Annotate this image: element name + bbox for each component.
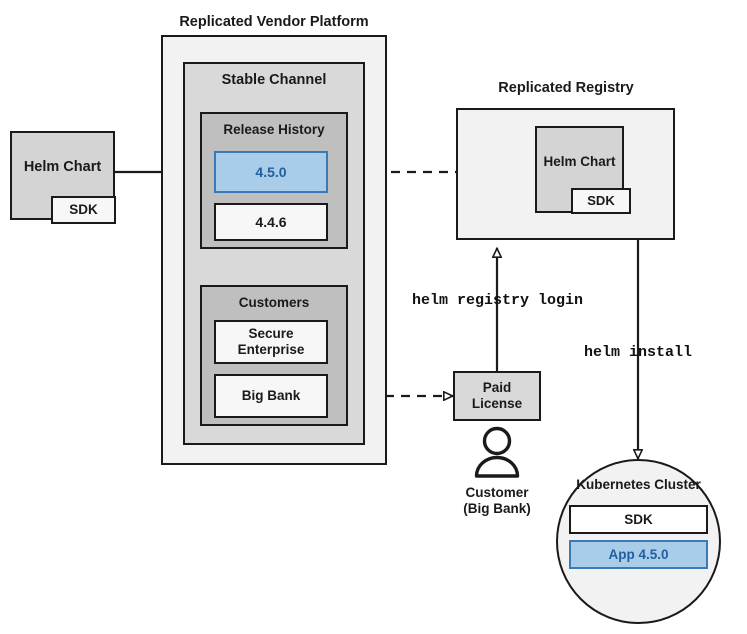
customer-item-secure-enterprise[interactable]: Secure Enterprise (214, 320, 328, 364)
kubernetes-cluster-label: Kubernetes Cluster (576, 477, 701, 492)
registry-title: Replicated Registry (498, 80, 634, 96)
customer-name-label: Big Bank (241, 388, 301, 404)
customer-actor-line1: Customer (465, 485, 529, 500)
release-item-446[interactable]: 4.4.6 (214, 203, 328, 241)
release-version-label: 4.4.6 (255, 213, 287, 230)
command-helm-install: helm install (583, 344, 693, 361)
registry-sdk-label: SDK (587, 192, 615, 208)
customer-name-label: Secure Enterprise (237, 326, 305, 357)
customer-actor-label: Customer (Big Bank) (427, 485, 567, 517)
source-sdk-label: SDK (69, 202, 98, 218)
source-sdk-box[interactable]: SDK (51, 196, 116, 224)
cluster-component-sdk[interactable]: SDK (569, 505, 708, 534)
cluster-component-app[interactable]: App 4.5.0 (569, 540, 708, 569)
source-helm-chart-label: Helm Chart (23, 159, 102, 176)
paid-license-label: Paid License (471, 380, 523, 411)
customer-item-big-bank[interactable]: Big Bank (214, 374, 328, 418)
customers-label: Customers (238, 295, 310, 310)
release-version-label: 4.5.0 (255, 163, 287, 180)
customer-person-icon (474, 426, 520, 478)
platform-title: Replicated Vendor Platform (179, 14, 369, 30)
release-history-label: Release History (223, 122, 325, 137)
stable-channel-label: Stable Channel (221, 72, 327, 88)
command-helm-registry-login: helm registry login (411, 292, 584, 309)
registry-sdk-box[interactable]: SDK (571, 188, 631, 214)
registry-helm-chart-label: Helm Chart (543, 153, 616, 169)
cluster-component-label: App 4.5.0 (608, 546, 669, 562)
cluster-component-label: SDK (624, 511, 653, 527)
release-item-450[interactable]: 4.5.0 (214, 151, 328, 193)
paid-license-box[interactable]: Paid License (453, 371, 541, 421)
customer-actor-line2: (Big Bank) (463, 501, 531, 517)
